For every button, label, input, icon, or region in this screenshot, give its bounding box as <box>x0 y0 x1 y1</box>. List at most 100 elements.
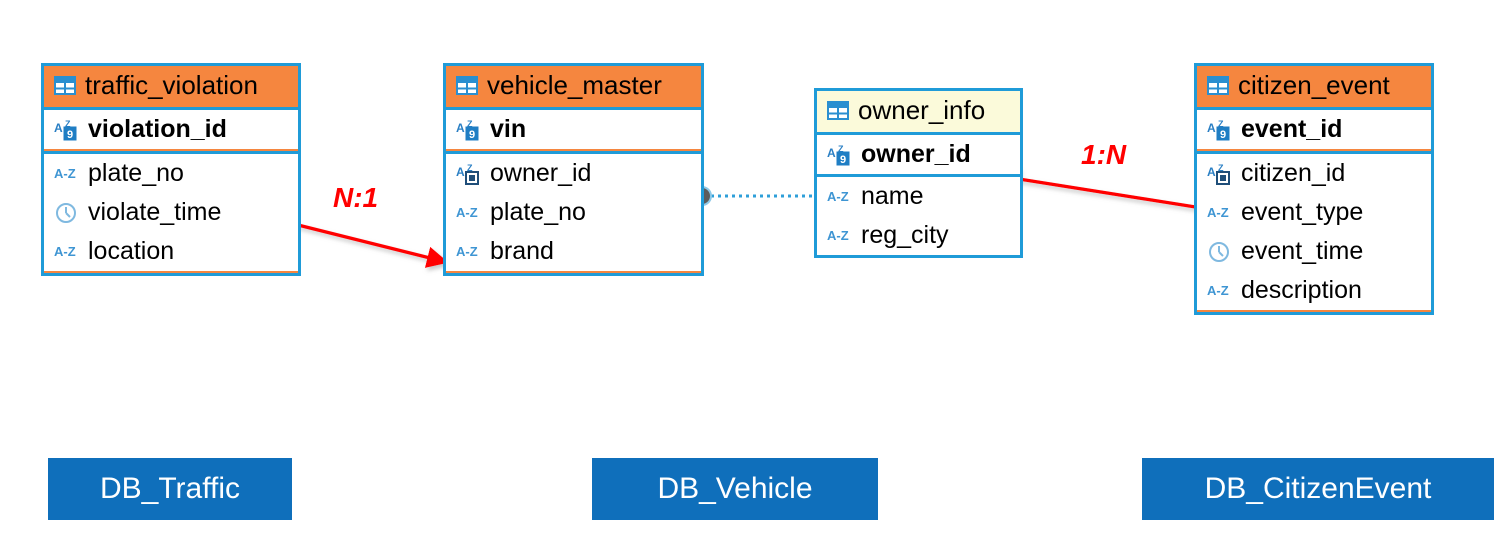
field-row[interactable]: A-Z plate_no <box>446 193 701 232</box>
connector-vehicle-owner <box>692 186 812 206</box>
db-label-citizen-event[interactable]: DB_CitizenEvent <box>1142 458 1494 520</box>
primary-key-icon: A Z 9 <box>827 144 853 166</box>
field-row[interactable]: A Z 9 vin <box>446 110 701 149</box>
clock-icon <box>1207 241 1233 263</box>
table-icon <box>827 101 849 120</box>
text-az-icon: A-Z <box>456 203 482 223</box>
arrow-1-to-n <box>997 168 1209 211</box>
table-name: citizen_event <box>1238 70 1390 100</box>
field-row[interactable]: A Z 9 event_id <box>1197 110 1431 149</box>
svg-text:Z: Z <box>1218 163 1224 173</box>
field-label: violate_time <box>88 198 222 226</box>
section-divider <box>44 149 298 151</box>
svg-text:Z: Z <box>1218 119 1224 129</box>
field-label: owner_id <box>490 159 592 187</box>
text-az-icon: A-Z <box>827 187 853 207</box>
field-label: reg_city <box>861 221 949 249</box>
cardinality-label-1-n: 1:N <box>1081 139 1127 170</box>
table-header: traffic_violation <box>44 66 298 107</box>
field-label: event_type <box>1241 198 1364 226</box>
field-row[interactable]: event_time <box>1197 232 1431 271</box>
field-label: event_id <box>1241 115 1343 143</box>
table-icon <box>1207 76 1229 95</box>
svg-text:A-Z: A-Z <box>827 189 849 204</box>
svg-text:A-Z: A-Z <box>1207 205 1229 220</box>
field-label: location <box>88 237 175 265</box>
field-label: owner_id <box>861 140 971 168</box>
primary-key-section: A Z 9 owner_id <box>817 132 1020 177</box>
primary-key-section: A Z 9 event_id <box>1197 107 1431 154</box>
field-row[interactable]: A Z owner_id <box>446 154 701 193</box>
primary-key-icon: A Z 9 <box>54 119 80 141</box>
db-label-vehicle[interactable]: DB_Vehicle <box>592 458 878 520</box>
svg-text:9: 9 <box>1220 129 1226 141</box>
fields-section: A Z citizen_id A-Z event_type <box>1197 154 1431 312</box>
svg-text:Z: Z <box>65 119 71 129</box>
field-row[interactable]: A-Z reg_city <box>817 216 1020 255</box>
fields-section: A-Z name A-Z reg_city <box>817 177 1020 255</box>
field-row[interactable]: A-Z plate_no <box>44 154 298 193</box>
table-header: vehicle_master <box>446 66 701 107</box>
svg-text:A: A <box>827 146 836 160</box>
entity-table-vehicle-master[interactable]: vehicle_master A Z 9 vin <box>443 63 704 276</box>
text-az-icon: A-Z <box>1207 281 1233 301</box>
svg-text:A: A <box>456 165 465 179</box>
svg-text:Z: Z <box>838 144 844 154</box>
field-row[interactable]: A-Z name <box>817 177 1020 216</box>
bottom-divider <box>44 271 298 273</box>
field-row[interactable]: A-Z description <box>1197 271 1431 310</box>
field-label: vin <box>490 115 527 143</box>
field-label: name <box>861 182 924 210</box>
field-row[interactable]: A-Z location <box>44 232 298 271</box>
svg-text:A-Z: A-Z <box>54 166 76 181</box>
text-az-icon: A-Z <box>456 242 482 262</box>
svg-text:A: A <box>1207 165 1216 179</box>
svg-text:Z: Z <box>467 119 473 129</box>
table-icon <box>54 76 76 95</box>
bottom-divider <box>446 271 701 273</box>
text-az-icon: A-Z <box>827 226 853 246</box>
entity-table-owner-info[interactable]: owner_info A Z 9 owner_id A- <box>814 88 1023 258</box>
field-label: brand <box>490 237 554 265</box>
field-row[interactable]: A-Z brand <box>446 232 701 271</box>
entity-table-traffic-violation[interactable]: traffic_violation A Z 9 violation_id <box>41 63 301 276</box>
svg-text:A-Z: A-Z <box>1207 283 1229 298</box>
field-label: event_time <box>1241 237 1364 265</box>
cardinality-label-n-1: N:1 <box>333 182 379 213</box>
table-icon <box>456 76 478 95</box>
fields-section: A-Z plate_no violate_time <box>44 154 298 273</box>
svg-text:A: A <box>1207 121 1216 135</box>
field-label: violation_id <box>88 115 227 143</box>
table-name: vehicle_master <box>487 70 662 100</box>
field-label: plate_no <box>88 159 184 187</box>
svg-text:9: 9 <box>67 129 73 141</box>
svg-text:A: A <box>54 121 63 135</box>
field-row[interactable]: A-Z event_type <box>1197 193 1431 232</box>
field-row[interactable]: A Z 9 owner_id <box>817 135 1020 174</box>
primary-key-section: A Z 9 violation_id <box>44 107 298 154</box>
svg-text:Z: Z <box>467 163 473 173</box>
svg-text:A-Z: A-Z <box>456 244 478 259</box>
table-header: citizen_event <box>1197 66 1431 107</box>
svg-text:9: 9 <box>840 154 846 166</box>
text-az-icon: A-Z <box>54 242 80 262</box>
primary-key-icon: A Z 9 <box>1207 119 1233 141</box>
foreign-key-icon: A Z <box>1207 163 1233 185</box>
foreign-key-icon: A Z <box>456 163 482 185</box>
clock-icon <box>54 202 80 224</box>
table-header: owner_info <box>817 91 1020 132</box>
field-row[interactable]: A Z 9 violation_id <box>44 110 298 149</box>
field-row[interactable]: A Z citizen_id <box>1197 154 1431 193</box>
text-az-icon: A-Z <box>54 164 80 184</box>
svg-text:9: 9 <box>469 129 475 141</box>
db-label-traffic[interactable]: DB_Traffic <box>48 458 292 520</box>
table-name: traffic_violation <box>85 70 258 100</box>
text-az-icon: A-Z <box>1207 203 1233 223</box>
entity-table-citizen-event[interactable]: citizen_event A Z 9 event_id <box>1194 63 1434 315</box>
field-label: citizen_id <box>1241 159 1346 187</box>
field-label: plate_no <box>490 198 586 226</box>
primary-key-icon: A Z 9 <box>456 119 482 141</box>
field-row[interactable]: violate_time <box>44 193 298 232</box>
svg-text:A-Z: A-Z <box>827 228 849 243</box>
